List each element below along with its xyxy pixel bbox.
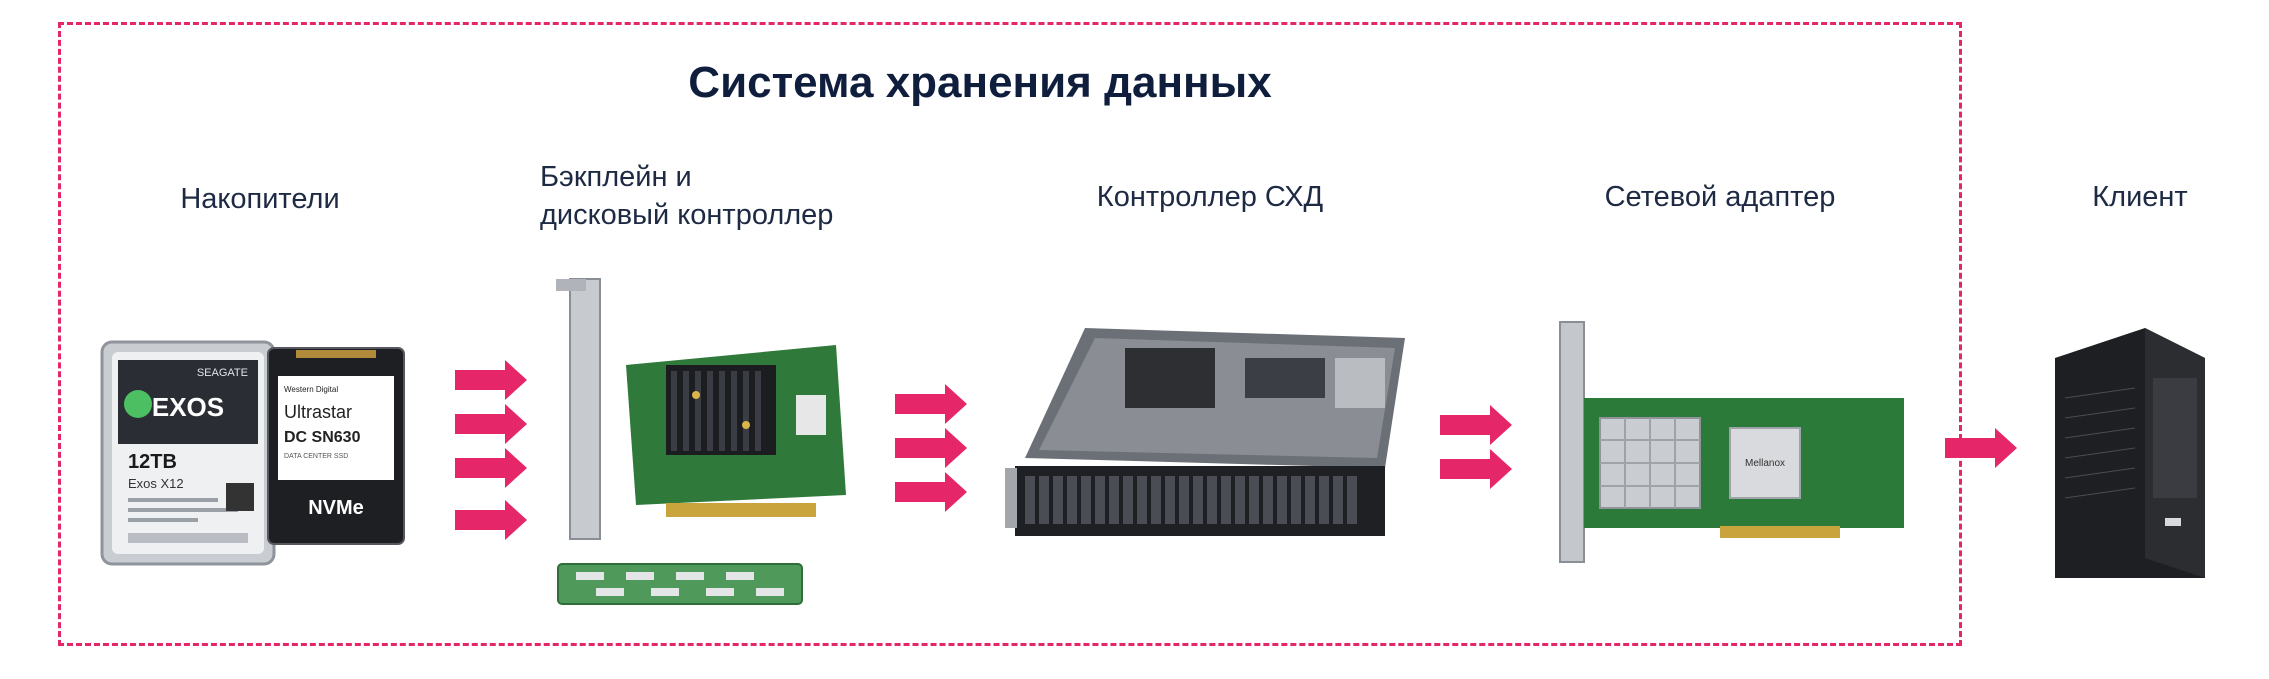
nic-chip-label: Mellanox — [1745, 458, 1785, 469]
hdd-capacity: 12TB — [128, 451, 177, 473]
hdd-brand: SEAGATE — [197, 367, 248, 379]
arrow-right-icon — [455, 500, 527, 540]
ssd-drive-image: Western Digital Ultrastar DC SN630 DATA … — [267, 347, 405, 545]
hdd-model: EXOS — [152, 392, 224, 422]
backplane-board-image — [557, 563, 803, 605]
arrow-right-icon — [1440, 405, 1512, 445]
arrow-right-icon — [455, 448, 527, 488]
ssd-line: Ultrastar — [284, 402, 352, 422]
label-backplane-line2: дисковый контроллер — [540, 199, 834, 231]
storage-system-boundary — [58, 22, 1962, 646]
hdd-series: Exos X12 — [128, 476, 184, 491]
diagram-title: Система хранения данных — [688, 58, 1272, 107]
arrows-controller-to-storage — [895, 384, 967, 512]
arrows-storage-to-adapter — [1440, 405, 1512, 489]
label-network-adapter: Сетевой адаптер — [1604, 181, 1836, 213]
arrow-adapter-to-client — [1945, 428, 2017, 468]
arrow-right-icon — [455, 360, 527, 400]
client-pc-image — [2055, 328, 2205, 578]
arrow-drives-to-controller-4 — [455, 500, 527, 540]
arrow-right-icon — [895, 384, 967, 424]
arrow-right-icon — [455, 404, 527, 444]
label-backplane-line1: Бэкплейн и — [540, 161, 692, 193]
storage-server-image — [1005, 328, 1405, 536]
raid-controller-image — [556, 278, 846, 540]
arrow-right-icon — [1440, 449, 1512, 489]
ssd-interface: NVMe — [308, 497, 364, 519]
arrow-right-icon — [1945, 428, 2017, 468]
network-adapter-image: Mellanox — [1559, 321, 1904, 563]
ssd-model: DC SN630 — [284, 429, 361, 446]
label-drives: Накопители — [180, 183, 340, 215]
arrow-right-icon — [895, 428, 967, 468]
arrows-drives-to-controller — [455, 360, 527, 488]
arrow-right-icon — [895, 472, 967, 512]
hdd-drive-image: SEAGATE EXOS 12TB Exos X12 — [100, 340, 276, 566]
ssd-maker: Western Digital — [284, 385, 338, 394]
label-backplane: Бэкплейн и дисковый контроллер — [540, 158, 900, 234]
label-client: Клиент — [2092, 181, 2188, 213]
ssd-subtitle: DATA CENTER SSD — [284, 453, 348, 460]
label-storage-controller: Контроллер СХД — [1096, 181, 1324, 213]
